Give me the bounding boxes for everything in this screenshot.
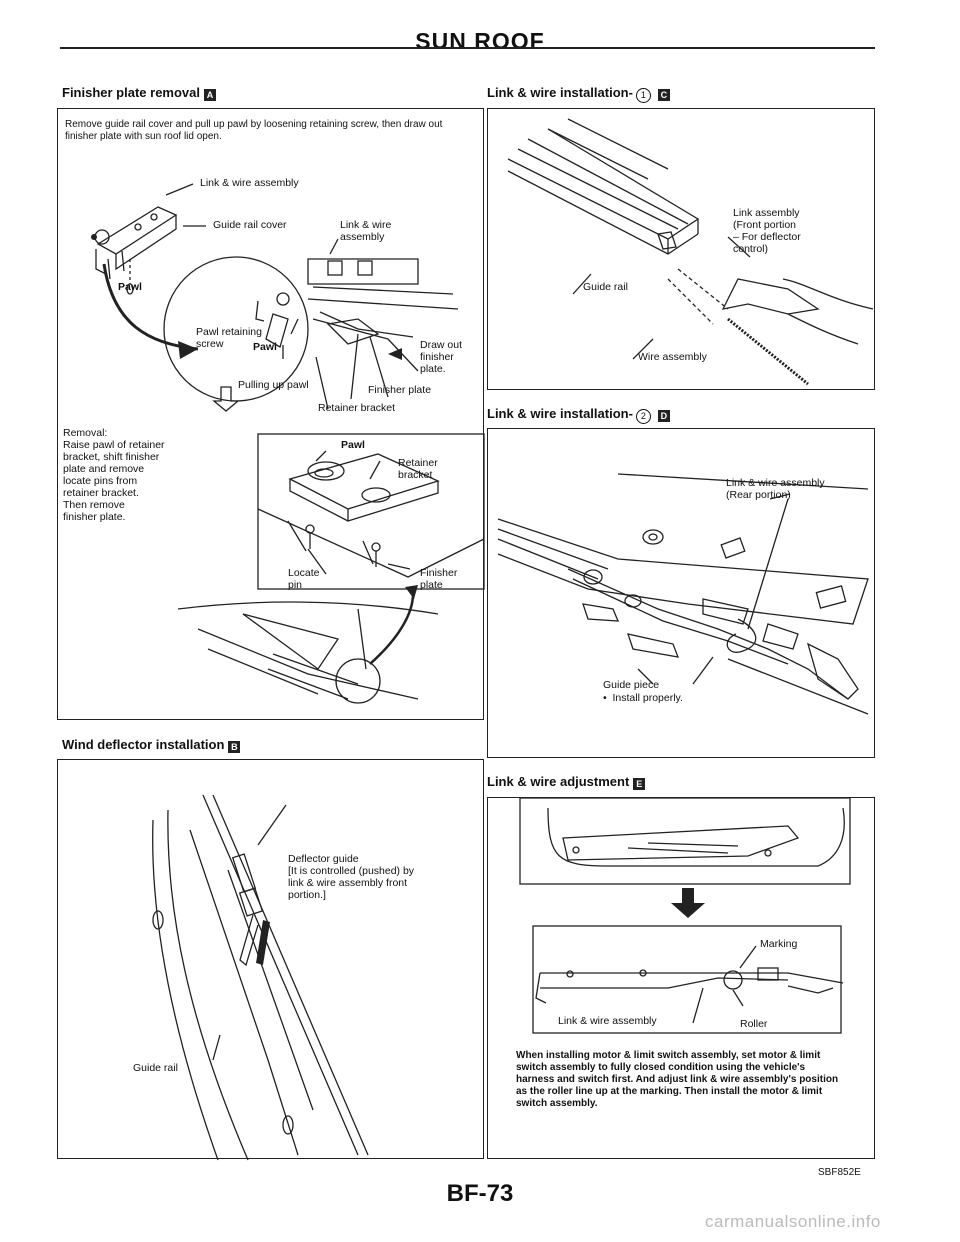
label-guide-rail-b: Guide rail [133,1062,178,1074]
figure-box-c: Link assembly (Front portion – For defle… [487,108,875,390]
label-link-wire-rear-portion: Link & wire assembly (Rear portion) [726,477,825,501]
label-pawl-retaining: Pawl retaining [196,326,262,338]
figure-box-d: Link & wire assembly (Rear portion) Guid… [487,428,875,758]
label-locate-pin: Locate pin [288,567,320,591]
label-finisher-plate: Finisher plate [368,384,432,396]
section-a-mark: A [204,89,216,101]
diagram-finisher-plate [91,183,485,704]
label-guide-rail-cover: Guide rail cover [213,219,287,231]
figure-box-b: Deflector guide [It is controlled (pushe… [57,759,484,1161]
label-link-wire-assembly-right: Link & wire assembly [340,219,392,243]
label-draw-out-finisher-plate: Draw out finisher plate. [420,339,463,375]
diagram-link-wire-rear [497,473,869,715]
diagram-link-wire-front [507,118,874,386]
page-number: BF-73 [446,1180,514,1207]
label-pulling-up-pawl: Pulling up pawl [238,379,309,391]
section-c-num: 1 [635,88,651,103]
label-install-properly: • Install properly. [603,692,683,704]
section-b-mark: B [228,741,241,753]
footer-url: carmanualsonline.info [705,1212,881,1231]
label-link-wire-assembly-top: Link & wire assembly [200,177,299,189]
label-link-wire-assembly-e: Link & wire assembly [558,1015,657,1027]
label-guide-piece: Guide piece [603,679,660,691]
page-title: SUN ROOF [415,28,545,54]
label-wire-assembly: Wire assembly [638,351,707,363]
label-retainer-bracket-inset: Retainer bracket [398,457,438,481]
label-screw: screw [196,338,224,350]
section-c-mark: C [657,89,670,101]
label-roller: Roller [740,1018,768,1030]
figure-code: SBF852E [818,1167,861,1178]
section-d-mark: D [657,410,670,422]
label-pawl-left: Pawl [118,281,142,293]
label-guide-rail-c: Guide rail [583,281,628,293]
section-e-note: When installing motor & limit switch ass… [516,1050,839,1109]
section-d-num: 2 [635,409,651,424]
label-retainer-bracket: Retainer bracket [318,402,396,414]
label-link-assembly-front: Link assembly (Front portion – For defle… [733,207,801,255]
figure-box-a: Remove guide rail cover and pull up pawl… [57,108,485,720]
figure-box-e: Marking Link & wire assembly Roller When… [487,797,875,1159]
label-marking: Marking [760,938,798,950]
diagram-link-wire-adjustment [519,797,851,1034]
section-e-mark: E [633,778,646,790]
label-finisher-plate-inset: Finisher plate [420,567,458,591]
section-a-intro: Remove guide rail cover and pull up pawl… [65,119,443,142]
diagram-wind-deflector [152,794,369,1161]
title-rule [60,47,875,49]
label-pawl-small: Pawl [253,341,277,353]
label-removal-note: Removal: Raise pawl of retainer bracket,… [63,427,165,523]
label-deflector-guide: Deflector guide [It is controlled (pushe… [288,853,415,901]
label-pawl-inset: Pawl [341,439,365,451]
